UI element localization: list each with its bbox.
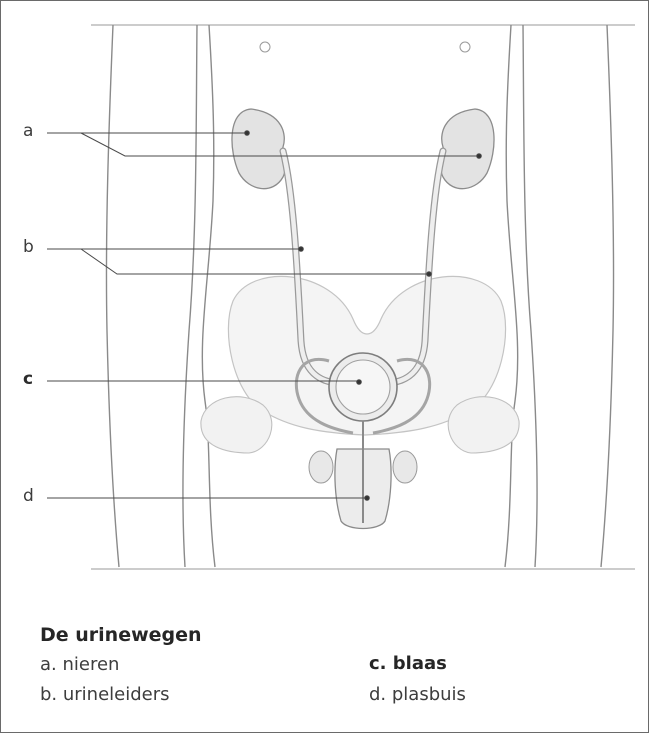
hip-left (201, 397, 272, 453)
kidney-right (441, 109, 494, 189)
marker-a: a (23, 123, 33, 140)
legend-item-plasbuis: d. plasbuis (369, 684, 466, 705)
nipple-right (460, 42, 470, 52)
leader-d (47, 496, 369, 501)
legend-item-urineleiders: b. urineleiders (40, 684, 170, 705)
marker-b: b (23, 239, 34, 256)
hip-right (448, 397, 519, 453)
caption-title: De urinewegen (40, 624, 202, 646)
marker-d: d (23, 488, 34, 505)
torso-right (505, 25, 518, 567)
legend-item-nieren: a. nieren (40, 654, 119, 675)
legend-item-blaas: c. blaas (369, 653, 447, 674)
testis-left (309, 451, 333, 483)
nipple-left (260, 42, 270, 52)
marker-c: c (23, 371, 33, 388)
left-arm (106, 25, 119, 567)
right-arm-inner (523, 25, 537, 567)
urinary-system-illustration (1, 1, 648, 601)
right-arm (601, 25, 614, 567)
testis-right (393, 451, 417, 483)
kidney-left (232, 109, 285, 189)
torso-left (202, 25, 215, 567)
leader-b (47, 247, 431, 277)
left-arm-inner (183, 25, 197, 567)
bladder-inner (336, 360, 390, 414)
